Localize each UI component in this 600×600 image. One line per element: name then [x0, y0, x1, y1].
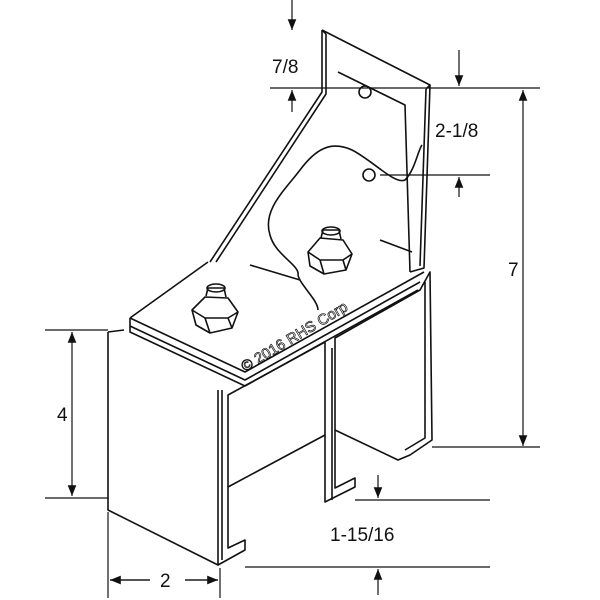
dim-top-offset: 7/8: [272, 57, 299, 78]
hex-nut: [307, 226, 353, 275]
dim-hole-spacing: 2-1/8: [435, 121, 479, 142]
box-rail-channels: [107, 271, 433, 566]
dim-channel-height: 4: [57, 404, 68, 427]
dimension-lines: [45, 0, 540, 598]
hex-nut: [191, 283, 239, 334]
dim-channel-width: 2: [160, 571, 171, 592]
dim-overall-height: 7: [508, 259, 519, 282]
base-plate: [129, 261, 425, 387]
mounting-plate: [209, 29, 431, 311]
dim-channel-gap: 1-15/16: [330, 525, 395, 546]
